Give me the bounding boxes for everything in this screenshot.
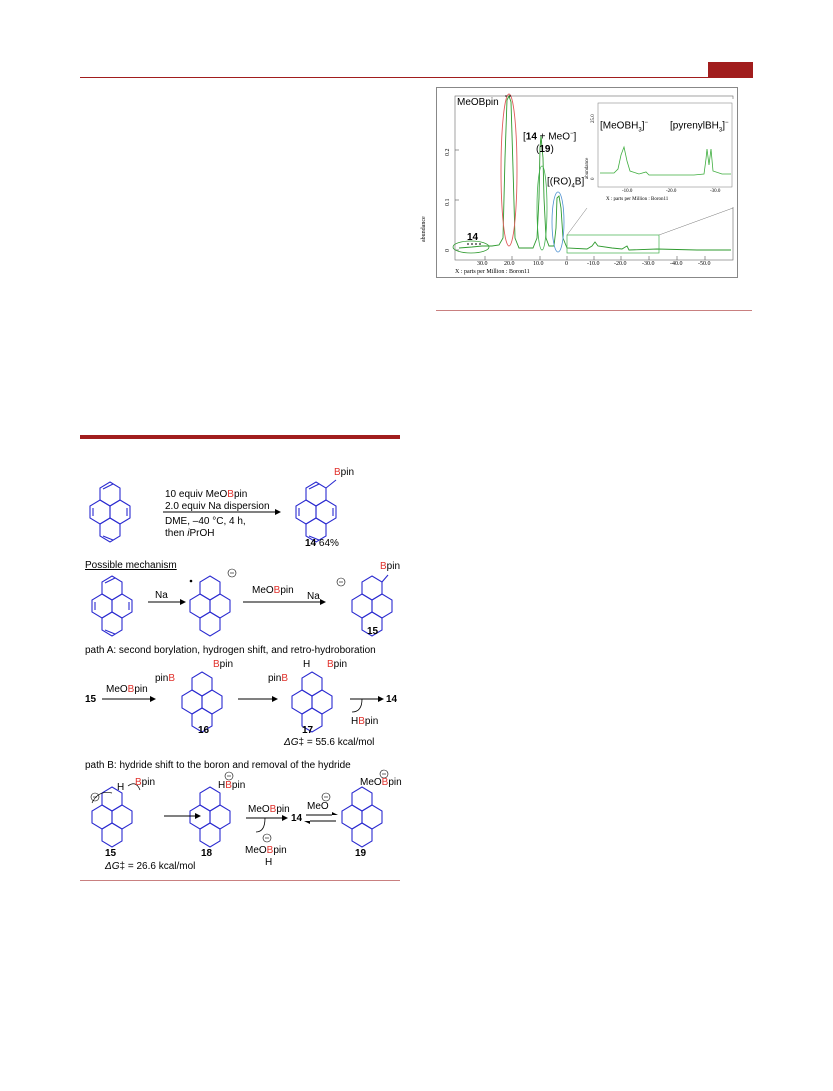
pathB-reagent: MeOBpin: [248, 804, 290, 815]
inset-x-tick-0: -10.0: [622, 189, 633, 194]
label-adduct: [14 + MeO−]: [523, 131, 577, 143]
top-yield: 14 64%: [305, 538, 339, 549]
inset-x-tick-1: -20.0: [666, 189, 677, 194]
mechanism-heading: Possible mechanism: [85, 560, 177, 571]
pathB-bpin-15: Bpin: [135, 777, 156, 788]
nmr-figure: abundance 0 0.1 0.2 30.0 20.0 10.0 0 -10…: [421, 87, 738, 278]
x-axis-label: X : parts per Million : Boron11: [455, 269, 530, 275]
label-adduct-19: (19): [536, 144, 554, 155]
pathA-reagent: MeOBpin: [106, 684, 148, 695]
pathB-cmpd-18: 18: [201, 848, 213, 859]
mech-na-2: Na: [307, 591, 320, 602]
pathB-byproduct-h: H: [265, 857, 273, 868]
pathB-byproduct: MeOBpin: [245, 845, 287, 856]
inset-label-pyrenyl: [pyrenylBH3]−: [670, 120, 729, 134]
pathB-h: H: [117, 782, 125, 793]
x-tick-2: 10.0: [533, 261, 544, 267]
zoom-box: [566, 234, 660, 254]
inset-y-label: abundance: [585, 157, 590, 179]
x-tick-6: -30.0: [642, 261, 655, 267]
inset-label-meobh3: [MeOBH3]−: [600, 120, 648, 134]
x-tick-4: -10.0: [587, 261, 600, 267]
top-product-bpin: Bpin: [334, 467, 355, 478]
y-tick-2: 0.2: [445, 148, 451, 157]
pathB-cmpd-19: 19: [355, 848, 367, 859]
ro4b-ellipse: [551, 191, 565, 253]
pathB-mid-14: 14: [291, 813, 303, 824]
scheme-bottom-rule: [80, 880, 400, 881]
pathB-dg: ΔG‡ = 26.6 kcal/mol: [105, 861, 196, 872]
y-tick-1: 0.1: [445, 198, 451, 207]
top-cond-1: 10 equiv MeOBpin: [165, 489, 248, 500]
label-ro4b: [(RO)4B]−: [547, 176, 588, 190]
pathA-dg: ΔG‡ = 55.6 kcal/mol: [284, 737, 375, 748]
x-tick-7: -40.0: [670, 261, 683, 267]
meobpin-ellipse: [500, 93, 518, 247]
y-tick-0: 0: [445, 249, 451, 252]
inset-x-label: X : parts per Million : Boron11: [606, 197, 669, 202]
top-cond-2: 2.0 equiv Na dispersion: [165, 501, 270, 512]
mech-bpin: Bpin: [380, 561, 401, 572]
inset-y-tick-1: 25.0: [591, 114, 596, 123]
pathA-hbpin: HBpin: [351, 716, 379, 727]
pathA-h: H: [303, 659, 311, 670]
pathA-pinb-17: pinB: [268, 673, 289, 684]
pathA-product: 14: [386, 694, 398, 705]
inset-y-tick-0: 0: [591, 177, 596, 181]
pathB-heading: path B: hydride shift to the boron and r…: [85, 760, 351, 771]
top-cond-4: then iPrOH: [165, 528, 215, 539]
pathA-cmpd-17: 17: [302, 725, 314, 736]
x-tick-3: 0: [565, 261, 568, 267]
header-rule: [80, 77, 753, 78]
x-tick-1: 20.0: [504, 261, 515, 267]
pathA-heading: path A: second borylation, hydrogen shif…: [85, 645, 376, 656]
mech-cmpd-15: 15: [367, 626, 379, 637]
label-meobpin: MeOBpin: [457, 97, 499, 108]
inset-panel: abundance 0 25.0 [MeOBH3]− [pyrenylBH3]−…: [584, 99, 734, 207]
adduct-ellipse: [536, 165, 548, 251]
inset-x-tick-2: -30.0: [710, 189, 721, 194]
mech-reagent: MeOBpin: [252, 585, 294, 596]
pathA-cmpd-16: 16: [198, 725, 210, 736]
pathB-cmpd-15: 15: [105, 848, 117, 859]
pathA-pinb-16: pinB: [155, 673, 176, 684]
nmr-spectrum-trace: [458, 94, 731, 251]
y-axis-label: abundance: [421, 216, 427, 242]
x-tick-5: -20.0: [614, 261, 627, 267]
x-tick-0: 30.0: [477, 261, 488, 267]
scheme-top-rule: [80, 435, 400, 439]
top-cond-3: DME, –40 °C, 4 h,: [165, 516, 246, 527]
cmpd14-ellipse: [452, 240, 490, 254]
pathA-bpin-17: Bpin: [327, 659, 348, 670]
pathB-product: MeOBpin: [360, 777, 402, 788]
label-cmpd14: 14: [467, 232, 479, 243]
pathA-start: 15: [85, 694, 97, 705]
x-tick-8: -50.0: [698, 261, 711, 267]
figure-rule: [436, 310, 752, 311]
inset-trace: [600, 145, 731, 176]
pathB-hbpin-18: HBpin: [218, 780, 246, 791]
header-tab: [708, 62, 753, 77]
pathA-bpin-16: Bpin: [213, 659, 234, 670]
pyrene-start: [89, 481, 131, 543]
pathB-meo: MeO: [307, 801, 329, 812]
mech-na-1: Na: [155, 590, 168, 601]
pyrene-product-14: [295, 481, 337, 543]
